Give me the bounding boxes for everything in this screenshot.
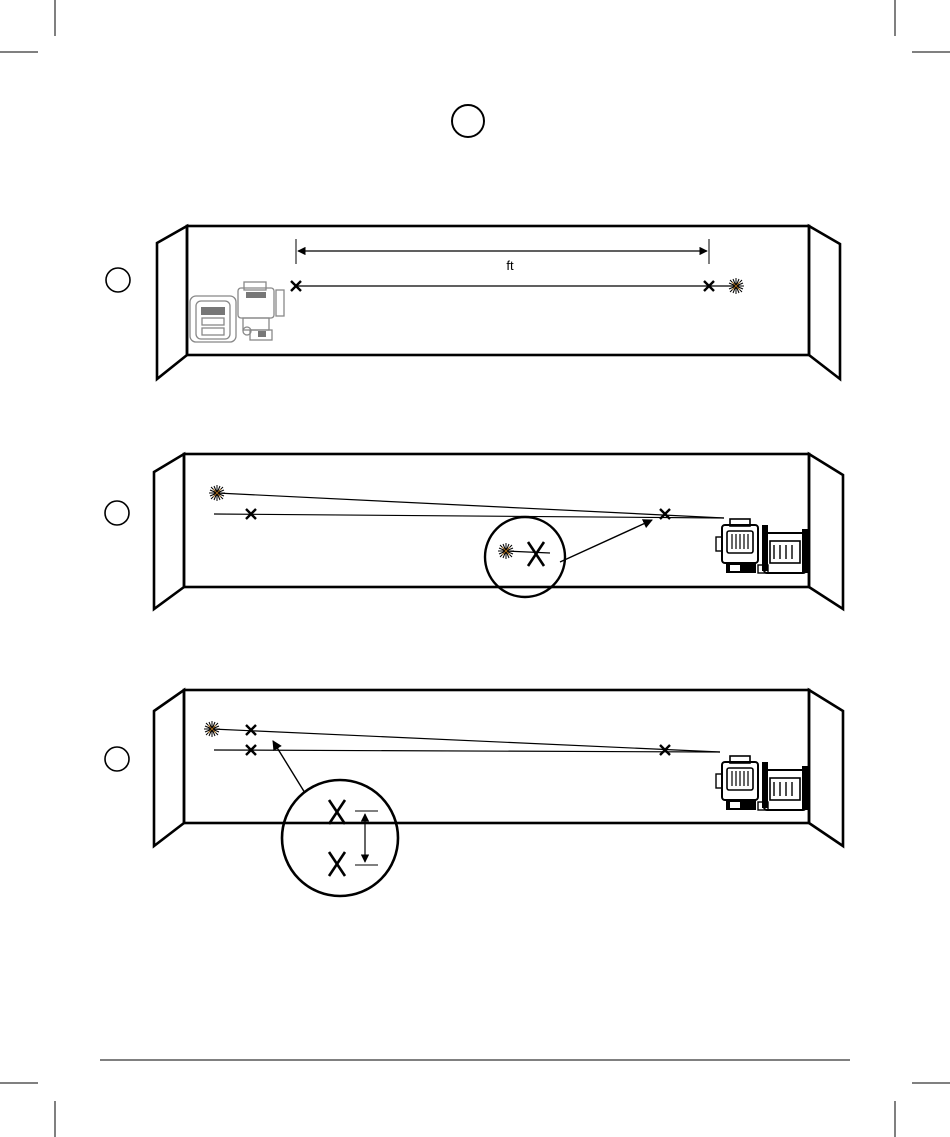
step-badge-icon — [106, 268, 130, 292]
x-mark-icon — [329, 852, 345, 876]
x-mark-icon — [246, 725, 256, 735]
room-walls — [157, 226, 840, 379]
laser-burst-icon — [204, 721, 220, 737]
distance-label: ft — [506, 258, 514, 273]
panel-3 — [105, 690, 843, 896]
zoom-callout — [485, 517, 652, 597]
x-mark-icon — [528, 542, 544, 566]
laser-level-icon — [190, 282, 284, 342]
laser-beam-tilted — [212, 729, 720, 752]
laser-burst-icon — [209, 485, 225, 501]
panel-1: ft — [106, 226, 840, 379]
dimension-line — [296, 239, 709, 264]
step-badge-icon — [105, 501, 129, 525]
laser-beam — [214, 750, 720, 752]
laser-burst-icon — [498, 543, 514, 559]
step-badge-icon — [105, 747, 129, 771]
laser-level-icon — [716, 756, 808, 810]
laser-burst-icon — [728, 278, 744, 294]
panel-2 — [105, 454, 843, 609]
x-mark-icon — [329, 800, 345, 824]
laser-level-icon — [716, 519, 808, 573]
zoom-callout — [273, 741, 398, 896]
header-step-badge — [452, 105, 484, 137]
